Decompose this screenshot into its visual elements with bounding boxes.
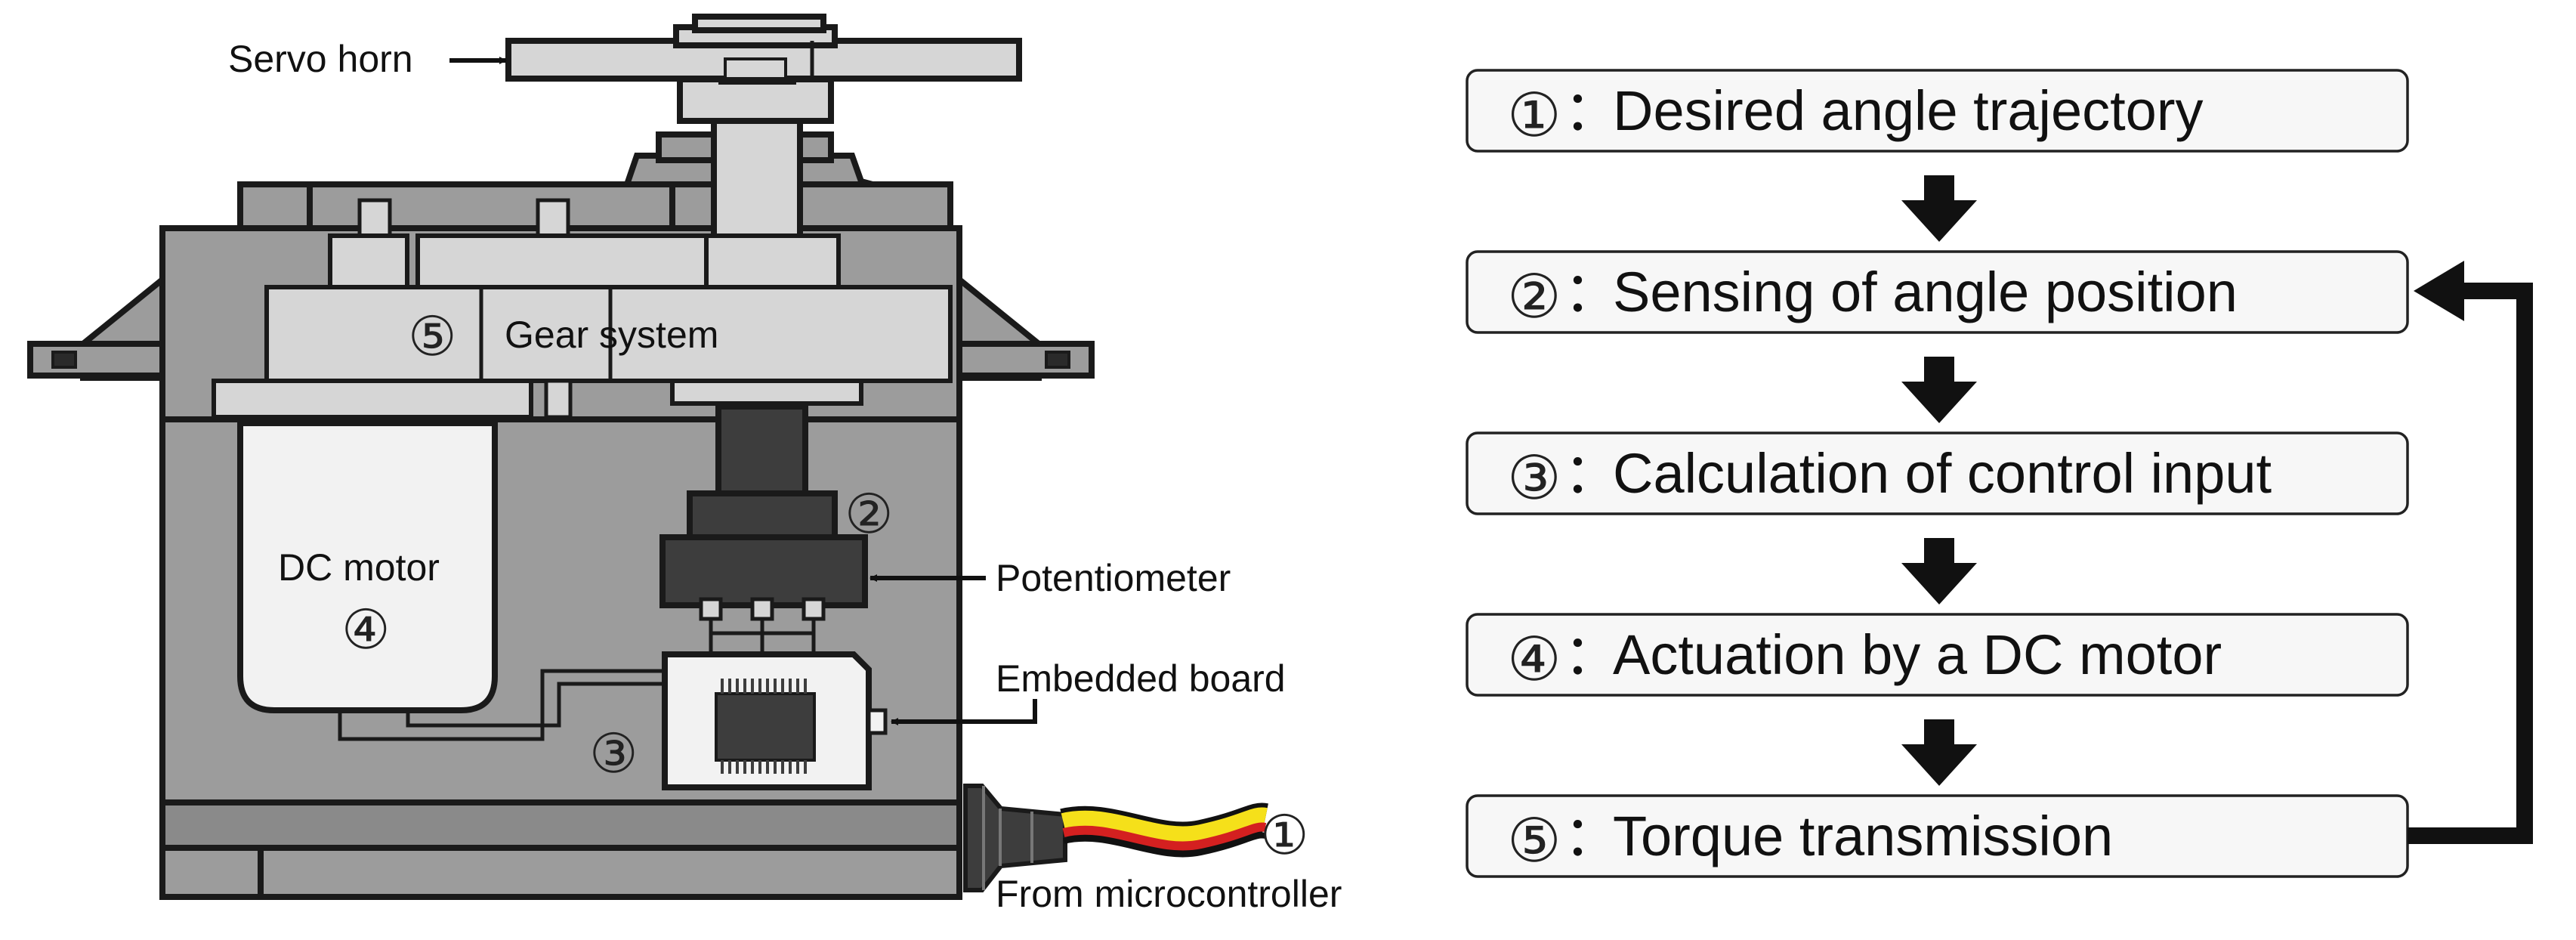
embedded-chip	[715, 692, 816, 762]
step-4-sep: ：	[1564, 623, 1620, 686]
down-arrow-4	[1901, 719, 1977, 786]
step-4-number: ④	[1507, 624, 1561, 694]
potentiometer-body	[659, 534, 868, 608]
embedded-board-label: Embedded board	[996, 657, 1286, 700]
gear-system-label: Gear system	[505, 314, 718, 356]
step-2-text: Sensing of angle position	[1613, 261, 2238, 323]
servo-labels: Servo horn ⑤ Gear system DC motor ④ ② Po…	[228, 38, 1342, 915]
dc-motor-body	[237, 420, 498, 713]
from-microcontroller-label: From microcontroller	[996, 873, 1342, 915]
step-1-text: Desired angle trajectory	[1613, 79, 2203, 142]
step-2-number: ②	[1507, 261, 1561, 332]
cable-connector	[963, 784, 1067, 892]
step-5-number: ⑤	[1507, 805, 1561, 876]
base-band	[159, 799, 962, 851]
potentiometer-label: Potentiometer	[996, 557, 1231, 599]
marker-three-board: ③	[589, 722, 638, 785]
mounting-tab-left	[27, 273, 165, 381]
output-shaft	[711, 110, 803, 241]
bottom-plate	[258, 845, 962, 900]
marker-two-potentiometer: ②	[845, 482, 894, 546]
marker-five-gear: ⑤	[408, 305, 457, 368]
control-flow-chart: ① ： Desired angle trajectory ② ： Sensing…	[1466, 69, 2533, 878]
step-4-text: Actuation by a DC motor	[1613, 623, 2222, 686]
step-5: ⑤ ： Torque transmission	[1466, 794, 2409, 878]
step-4: ④ ： Actuation by a DC motor	[1466, 613, 2409, 697]
step-1: ① ： Desired angle trajectory	[1466, 69, 2409, 153]
marker-one-cable: ①	[1260, 803, 1309, 867]
feedback-loop-arrow	[2408, 261, 2533, 844]
dc-motor-label: DC motor	[278, 546, 440, 589]
mounting-tab-right	[956, 273, 1095, 381]
down-arrow-1	[1901, 175, 1977, 242]
step-3: ③ ： Calculation of control input	[1466, 431, 2409, 515]
servo-cable	[1060, 802, 1268, 858]
step-5-sep: ：	[1564, 805, 1620, 867]
servo-illustration	[27, 14, 1095, 900]
down-arrow-2	[1901, 357, 1977, 423]
servo-horn-label: Servo horn	[228, 38, 413, 80]
step-3-number: ③	[1507, 443, 1561, 513]
step-3-sep: ：	[1564, 442, 1620, 505]
potentiometer-shaft	[715, 404, 808, 496]
step-5-text: Torque transmission	[1613, 805, 2113, 867]
step-1-sep: ：	[1564, 79, 1620, 142]
step-1-number: ①	[1507, 80, 1561, 150]
step-3-text: Calculation of control input	[1613, 442, 2272, 505]
marker-four-motor: ④	[341, 598, 391, 661]
step-2-sep: ：	[1564, 261, 1620, 323]
down-arrow-3	[1901, 538, 1977, 605]
step-2: ② ： Sensing of angle position	[1466, 250, 2409, 334]
